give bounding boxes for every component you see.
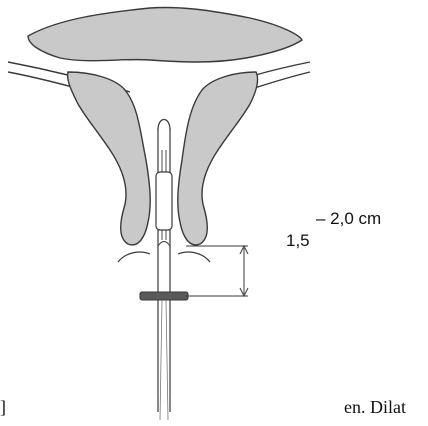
uterus-left-wall [68, 72, 151, 245]
inserter-tube [158, 128, 170, 412]
iud-lower [158, 232, 170, 252]
cervix-left-lip [118, 252, 150, 262]
measure-label-to: – 2,0 cm [316, 209, 381, 228]
clipped-text-left: ] [0, 397, 6, 417]
cervix-right-lip [178, 252, 210, 262]
clipped-text-right: en. Dilat [344, 397, 406, 417]
iud-body [156, 172, 172, 230]
measure-label-from: 1,5 [286, 231, 310, 250]
inserter-tip [158, 120, 170, 131]
bladder-shape [28, 7, 302, 62]
depth-stopper [140, 292, 188, 300]
uterus-right-wall [178, 72, 258, 245]
iud-threads [160, 300, 168, 420]
